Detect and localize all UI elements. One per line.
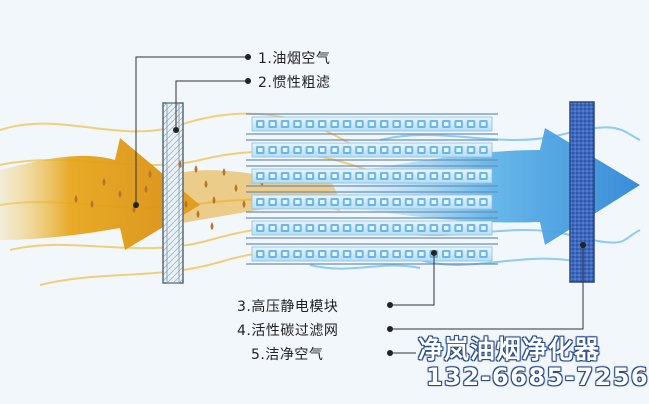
label-clean-air: 5.洁净空气 [251, 347, 324, 363]
brand-name: 净岚油烟净化器 [418, 335, 601, 364]
label-hv-electrostatic-module: 3.高压静电模块 [237, 299, 339, 315]
oil-smoke-arrow [0, 138, 200, 250]
brand-phone: 132-6685-7256 [426, 363, 649, 391]
leader-lines [135, 56, 584, 354]
label-oil-smoke-air: 1.油烟空气 [258, 51, 331, 67]
hv-electrostatic-module [246, 113, 498, 265]
activated-carbon-filter [569, 101, 595, 283]
label-activated-carbon-filter: 4.活性碳过滤网 [237, 323, 339, 339]
diagram-graphic [0, 54, 641, 356]
inertia-filter-panel [162, 102, 184, 284]
label-inertia-coarse-filter: 2.惯性粗滤 [258, 75, 331, 91]
purifier-diagram: 1.油烟空气 2.惯性粗滤 3.高压静电模块 4.活性碳过滤网 5.洁净空气 净… [0, 51, 648, 391]
leader-dots [133, 54, 586, 356]
